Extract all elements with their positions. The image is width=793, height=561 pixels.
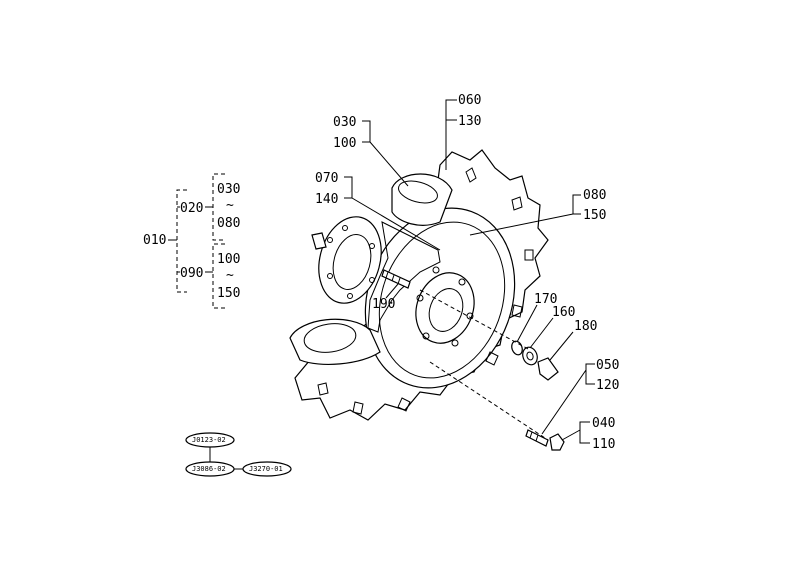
label-080: 080 (583, 188, 606, 203)
washer-170 (511, 340, 523, 356)
ref-j3270: J3270-01 (249, 465, 283, 473)
tree-tilde-2: ~ (226, 268, 234, 283)
label-160: 160 (552, 305, 575, 320)
tree-090: 090 (180, 266, 203, 281)
label-060: 060 (458, 93, 481, 108)
label-170: 170 (534, 292, 557, 307)
label-150: 150 (583, 208, 606, 223)
center-plate (367, 221, 441, 333)
label-110: 110 (592, 437, 615, 452)
tree-tilde-1: ~ (226, 198, 234, 213)
tree-100: 100 (217, 252, 240, 267)
disc-plate (378, 221, 506, 379)
nut-160 (522, 346, 538, 366)
label-040: 040 (592, 416, 615, 431)
assembly-tree: 010 020 090 030 ~ 080 100 ~ 150 (143, 173, 240, 309)
part-labels: 060 130 030 100 070 140 080 150 190 170 … (315, 93, 619, 452)
label-100: 100 (333, 136, 356, 151)
label-180: 180 (574, 319, 597, 334)
label-140: 140 (315, 192, 338, 207)
label-050: 050 (596, 358, 619, 373)
hub-flange (311, 216, 382, 304)
ref-j3086: J3086-02 (192, 465, 226, 473)
leader-lines (344, 99, 595, 444)
axis-line-2 (429, 361, 549, 441)
label-130: 130 (458, 114, 481, 129)
tree-150: 150 (217, 286, 240, 301)
lower-tire-section (289, 318, 381, 365)
upper-tire-section (391, 173, 453, 226)
tree-030: 030 (217, 182, 240, 197)
nut-040 (549, 433, 565, 451)
label-190: 190 (372, 297, 395, 312)
label-070: 070 (315, 171, 338, 186)
reference-codes: J0123-02 J3086-02 J3270-01 (185, 432, 292, 477)
stud-bolt-190 (381, 269, 411, 289)
bolt-050 (525, 429, 549, 447)
tree-root-010: 010 (143, 233, 166, 248)
tree-020: 020 (180, 201, 203, 216)
ref-bubble-3 (242, 461, 292, 477)
hub-bore (428, 288, 464, 332)
tree-080: 080 (217, 216, 240, 231)
label-030: 030 (333, 115, 356, 130)
ref-j0123: J0123-02 (192, 436, 226, 444)
label-120: 120 (596, 378, 619, 393)
cap-nut-180 (537, 357, 559, 381)
